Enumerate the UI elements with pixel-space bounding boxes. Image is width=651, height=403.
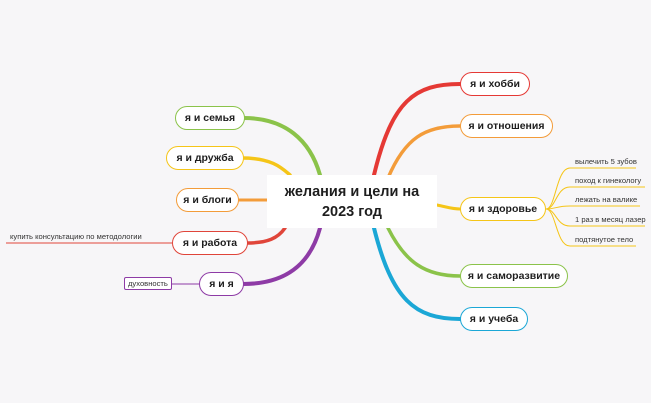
connector-selfdev: [386, 226, 462, 278]
connector-health-sub-3: [545, 205, 640, 210]
connector-friendship: [240, 156, 292, 177]
subtopic-health-body[interactable]: подтянутое тело: [575, 235, 634, 244]
subtopic-health-laser[interactable]: 1 раз в месяц лазер: [575, 215, 646, 224]
topic-blogs[interactable]: я и блоги: [176, 188, 239, 212]
connector-health-sub-2: [545, 186, 645, 210]
connector-relations: [386, 124, 462, 180]
subtopic-work-consultation[interactable]: купить консультацию по методологии: [10, 232, 142, 241]
topic-relations[interactable]: я и отношения: [460, 114, 553, 138]
connector-health-sub-1: [545, 167, 636, 210]
topic-friendship[interactable]: я и дружба: [166, 146, 244, 170]
topic-hobby[interactable]: я и хобби: [460, 72, 530, 96]
subtopic-health-gynecologist[interactable]: поход к гинекологу: [575, 176, 642, 185]
central-topic[interactable]: желания и цели на 2023 год: [267, 175, 437, 228]
central-topic-line-1: желания и цели на: [284, 183, 420, 200]
connector-study: [372, 226, 462, 321]
subtopic-self-spirituality[interactable]: духовность: [124, 277, 172, 290]
subtopic-health-roller[interactable]: лежать на валике: [575, 195, 638, 204]
connector-health: [435, 203, 462, 211]
connector-health-sub-5: [545, 208, 636, 247]
connector-self: [241, 226, 322, 286]
connector-hobby: [372, 82, 462, 177]
subtopic-health-teeth[interactable]: вылечить 5 зубов: [575, 157, 637, 166]
topic-health[interactable]: я и здоровье: [460, 197, 546, 221]
topic-work[interactable]: я и работа: [172, 231, 248, 255]
topic-family[interactable]: я и семья: [175, 106, 245, 130]
topic-study[interactable]: я и учеба: [460, 307, 528, 331]
connector-work: [245, 226, 287, 245]
central-topic-line-2: 2023 год: [321, 203, 382, 220]
connector-family: [242, 116, 322, 177]
topic-self[interactable]: я и я: [199, 272, 244, 296]
topic-selfdevelopment[interactable]: я и саморазвитие: [460, 264, 568, 288]
